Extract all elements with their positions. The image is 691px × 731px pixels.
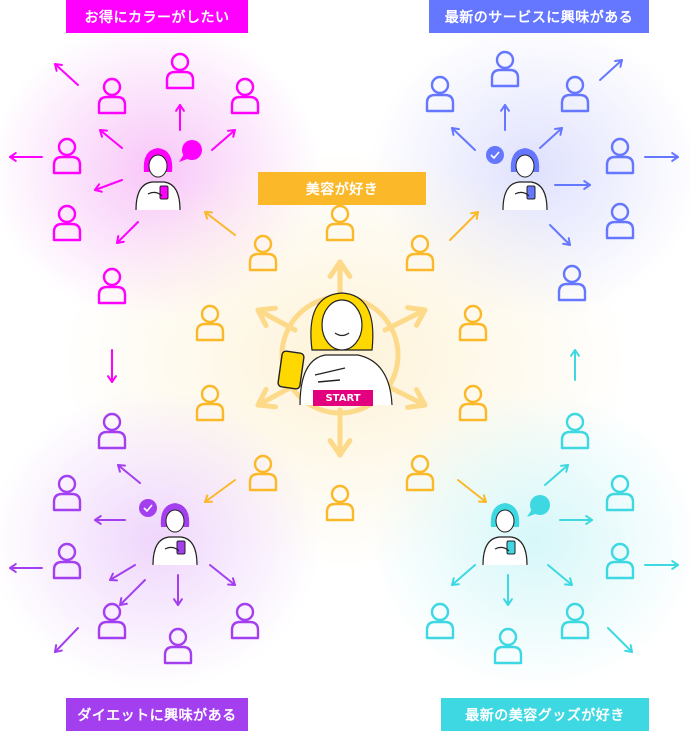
person-icon: [97, 412, 127, 450]
arrow-icon: [209, 564, 236, 586]
speech-bubble-icon: [527, 495, 550, 517]
person-icon: [230, 77, 260, 115]
arrow-icon: [607, 627, 633, 653]
speech-bubble-icon: [179, 140, 202, 162]
person-icon: [52, 137, 82, 175]
person-icon: [52, 542, 82, 580]
arrow-icon: [451, 564, 476, 586]
arrow-icon: [644, 560, 679, 570]
person-icon: [605, 202, 635, 240]
person-icon: [560, 412, 590, 450]
start-badge: START: [313, 390, 373, 406]
woman-figure: [482, 503, 528, 566]
phone-icon: [277, 350, 305, 390]
arrow-icon: [547, 564, 573, 586]
person-icon: [248, 234, 278, 272]
arrow-icon: [204, 479, 236, 503]
arrow-icon: [544, 464, 569, 486]
check-bubble-icon: [139, 499, 157, 517]
arrow-icon: [599, 59, 623, 81]
arrow-icon: [539, 127, 563, 149]
arrow-icon: [54, 627, 79, 653]
arrow-icon: [554, 180, 591, 190]
person-icon: [605, 542, 635, 580]
person-icon: [248, 454, 278, 492]
arrow-icon: [503, 574, 513, 606]
arrow-icon: [211, 129, 236, 151]
arrow-icon: [451, 127, 476, 151]
arrow-icon: [175, 104, 185, 131]
person-icon: [605, 137, 635, 175]
check-bubble-icon: [486, 146, 504, 164]
person-icon: [163, 627, 193, 665]
arrow-icon: [94, 179, 123, 193]
arrow-icon: [549, 224, 571, 246]
arrow-icon: [54, 63, 79, 86]
woman-figure: [502, 148, 548, 211]
arrow-icon: [109, 564, 136, 582]
person-icon: [458, 304, 488, 342]
arrow-icon: [327, 407, 353, 458]
arrow-icon: [644, 152, 679, 162]
person-icon: [458, 384, 488, 422]
arrow-icon: [116, 221, 139, 244]
label-purple: ダイエットに興味がある: [66, 698, 248, 731]
person-icon: [493, 627, 523, 665]
arrow-icon: [117, 464, 141, 484]
arrow-icon: [119, 579, 146, 606]
label-cyan: 最新の美容グッズが好き: [441, 698, 649, 731]
person-icon: [52, 204, 82, 242]
person-icon: [97, 602, 127, 640]
arrow-icon: [107, 349, 117, 383]
arrow-icon: [204, 211, 236, 236]
arrow-icon: [255, 305, 298, 333]
purple-glow: [0, 390, 320, 690]
person-icon: [165, 52, 195, 90]
arrow-icon: [9, 152, 43, 162]
arrow-icon: [94, 515, 126, 525]
label-blue: 最新のサービスに興味がある: [429, 0, 649, 33]
person-icon: [195, 304, 225, 342]
person-icon: [405, 454, 435, 492]
person-icon: [325, 484, 355, 522]
person-icon: [425, 602, 455, 640]
person-icon: [325, 204, 355, 242]
arrow-icon: [570, 349, 580, 381]
person-icon: [425, 75, 455, 113]
arrow-icon: [449, 211, 479, 241]
person-icon: [560, 75, 590, 113]
person-icon: [230, 602, 260, 640]
person-icon: [52, 474, 82, 512]
arrow-icon: [9, 563, 43, 573]
cyan-glow: [370, 390, 691, 690]
arrow-icon: [99, 129, 123, 149]
label-yellow: 美容が好き: [258, 172, 426, 205]
arrow-icon: [559, 515, 593, 525]
arrow-icon: [382, 305, 428, 333]
label-magenta: お得にカラーがしたい: [66, 0, 248, 33]
person-icon: [560, 602, 590, 640]
arrow-icon: [382, 382, 428, 410]
person-icon: [195, 384, 225, 422]
arrow-icon: [173, 574, 183, 606]
person-icon: [405, 234, 435, 272]
person-icon: [490, 50, 520, 88]
person-icon: [97, 77, 127, 115]
person-icon: [605, 474, 635, 512]
arrow-icon: [500, 104, 510, 131]
person-icon: [97, 267, 127, 305]
woman-figure: [152, 503, 198, 566]
arrow-icon: [457, 479, 487, 503]
person-icon: [557, 264, 587, 302]
woman-figure: [135, 148, 181, 211]
